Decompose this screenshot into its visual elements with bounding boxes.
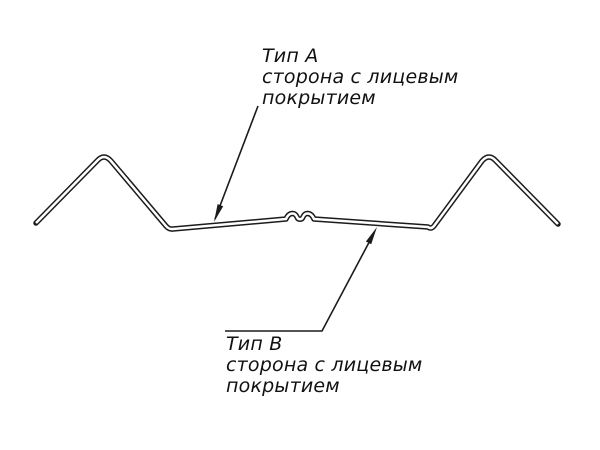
callout-type-a: Тип А сторона с лицевым покрытием	[262, 46, 458, 109]
callout-type-a-line3: покрытием	[262, 87, 376, 109]
sheet-profile-core	[35, 155, 559, 231]
callout-type-b: Тип В сторона с лицевым покрытием	[226, 334, 422, 397]
callout-type-b-line2: сторона с лицевым	[226, 354, 423, 376]
callout-type-b-line3: покрытием	[226, 375, 340, 397]
arrowhead-type-a	[214, 204, 224, 222]
callout-type-a-title: Тип А	[262, 45, 319, 67]
leader-line-type-b	[225, 232, 375, 332]
leader-line-type-a	[214, 105, 259, 220]
callout-type-b-title: Тип В	[226, 333, 283, 355]
arrowhead-type-b	[365, 227, 377, 245]
callout-type-a-line2: сторона с лицевым	[262, 66, 459, 88]
